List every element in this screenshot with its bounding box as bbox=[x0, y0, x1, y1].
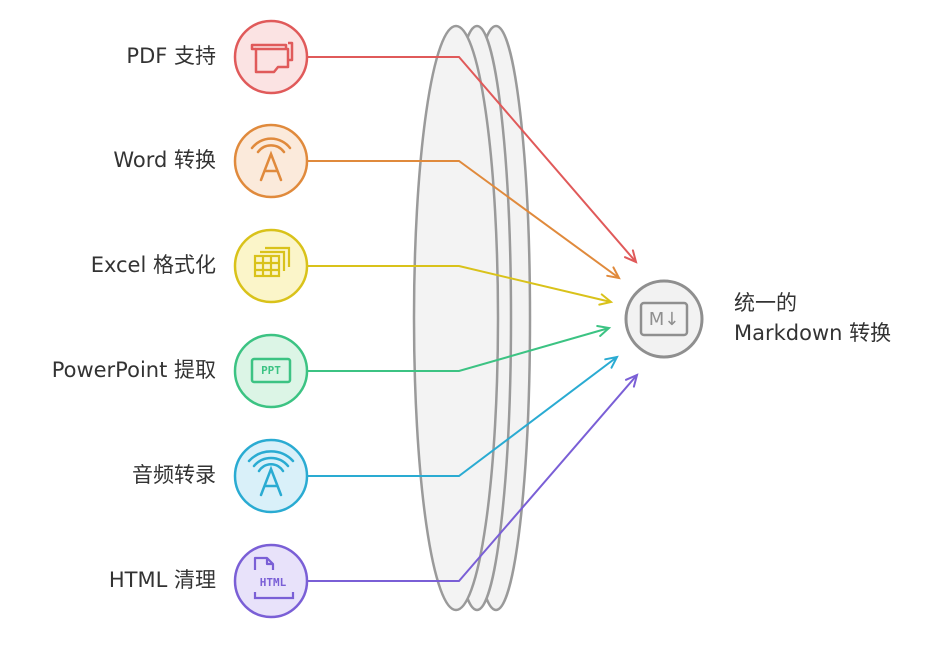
font-letter-icon bbox=[250, 137, 292, 182]
connector-arrowhead bbox=[625, 373, 639, 388]
html-file-icon: HTML bbox=[253, 556, 295, 600]
connector-line bbox=[307, 160, 620, 279]
connector-line bbox=[307, 327, 610, 372]
source-node-pdf: PDF 支持 bbox=[126, 19, 309, 95]
source-label: Excel 格式化 bbox=[91, 253, 216, 277]
connector-group bbox=[307, 56, 639, 582]
connector-line bbox=[307, 374, 638, 582]
connector-line bbox=[307, 265, 612, 303]
source-label: 音频转录 bbox=[132, 463, 216, 487]
ppt-badge-icon: PPT bbox=[250, 357, 292, 384]
target-label-line1: 统一的 bbox=[734, 291, 797, 315]
spreadsheet-icon bbox=[253, 246, 291, 278]
source-node-group: PDF 支持 Word 转换 Excel 格式化 bbox=[52, 19, 309, 619]
source-node-word: Word 转换 bbox=[113, 123, 309, 199]
connector-arrowhead bbox=[606, 266, 621, 280]
source-label: PDF 支持 bbox=[126, 44, 216, 68]
audio-letter-icon bbox=[247, 450, 295, 497]
target-node-markdown: M↓ 统一的 Markdown 转换 bbox=[624, 279, 891, 359]
pdf-document-icon bbox=[250, 41, 294, 74]
markdown-icon: M↓ bbox=[639, 301, 689, 337]
source-label: HTML 清理 bbox=[109, 568, 216, 592]
connector-arrowhead bbox=[598, 293, 614, 306]
source-node-html: HTML HTML 清理 bbox=[109, 543, 309, 619]
source-label: PowerPoint 提取 bbox=[52, 358, 216, 382]
connector-arrowhead bbox=[596, 325, 612, 337]
markdown-icon-text: M↓ bbox=[649, 309, 680, 330]
connector-arrowhead bbox=[624, 249, 638, 264]
connector-line bbox=[307, 356, 618, 477]
source-node-excel: Excel 格式化 bbox=[91, 228, 309, 304]
html-file-text: HTML bbox=[260, 576, 287, 589]
ppt-badge-text: PPT bbox=[261, 364, 281, 377]
connector-arrowhead bbox=[604, 355, 619, 369]
lens-disc-icon bbox=[412, 24, 532, 612]
target-label-line2: Markdown 转换 bbox=[734, 321, 891, 345]
source-node-audio: 音频转录 bbox=[132, 438, 309, 514]
connector-line bbox=[307, 56, 637, 263]
source-node-powerpoint: PPT PowerPoint 提取 bbox=[52, 333, 309, 409]
source-label: Word 转换 bbox=[113, 148, 216, 172]
